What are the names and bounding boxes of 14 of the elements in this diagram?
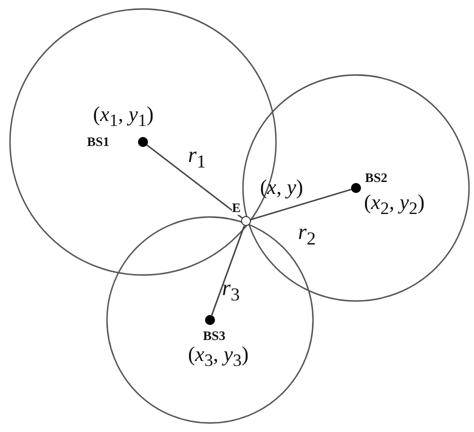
- node-label: BS1: [87, 135, 110, 149]
- distance-line: [211, 225, 245, 316]
- edge-label: r$_{1}$: [188, 143, 206, 174]
- node-label: E: [232, 201, 241, 215]
- distance-line: [250, 188, 352, 220]
- node-label: BS2: [365, 171, 388, 185]
- distance-line: [146, 144, 242, 219]
- coordinate-label: (x$_{2}$, y$_{2}$): [364, 190, 425, 220]
- coordinate-label: (x$_{3}$, y$_{3}$): [188, 342, 249, 372]
- edge-label: r$_{3}$: [222, 276, 240, 306]
- coordinate-label: (x, y): [260, 175, 304, 199]
- node-label: BS3: [203, 329, 226, 343]
- edge-label: r$_{2}$: [298, 220, 316, 250]
- coordinate-label: (x$_{1}$, y$_{1}$): [93, 102, 154, 132]
